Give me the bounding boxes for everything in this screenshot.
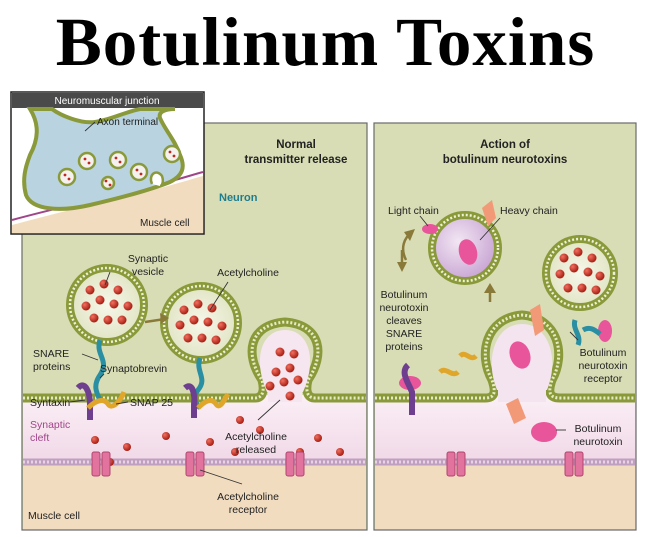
left-heading-1: Normal [276,139,316,151]
inset-axon-terminal: Axon terminal [97,117,158,128]
snap25-label: SNAP 25 [130,397,173,409]
snare-label-1: SNARE [33,348,69,360]
synaptic-cleft-label-2: cleft [30,432,49,444]
receptor-label-2: neurotoxin [578,360,627,372]
cleaved-syntaxin [401,362,415,415]
heavy-chain-label: Heavy chain [500,205,558,217]
synaptobrevin-label: Synaptobrevin [100,363,167,375]
ach-receptor-label-2: receptor [229,504,268,516]
ach-released-label-2: released [236,444,276,456]
acetylcholine-label: Acetylcholine [217,267,279,279]
syntaxin-label: Syntaxin [30,397,70,409]
cleaves-label-1: Botulinum [381,289,428,301]
synaptic-vesicle-label-1: Synaptic [128,253,168,265]
muscle-cell-area-right [375,460,635,529]
receptor-label-3: receptor [584,373,623,385]
ach-released-label-1: Acetylcholine [225,431,287,443]
botulinum-toxins [399,200,612,442]
synaptic-vesicle-label-2: vesicle [132,266,164,278]
synaptic-cleft-label-1: Synaptic [30,419,70,431]
toxin-label-1: Botulinum [575,423,622,435]
cleaves-label-2: neurotoxin [379,302,428,314]
right-heading-1: Action of [480,139,530,151]
acetylcholine-dots [81,279,344,466]
receptor-label-1: Botulinum [580,347,627,359]
inset-muscle-cell: Muscle cell [140,218,189,229]
ach-receptor-label-1: Acetylcholine [217,491,279,503]
right-heading-2: botulinum neurotoxins [443,154,568,166]
cleaves-label-4: SNARE [386,328,422,340]
cleaves-label-5: proteins [385,341,422,353]
page-title: Botulinum Toxins [55,4,596,80]
left-heading-2: transmitter release [245,154,348,166]
inset-header: Neuromuscular junction [54,96,159,107]
neuromuscular-junction-inset: Neuromuscular junction Axon terminal Mus… [10,91,205,235]
light-chain-label: Light chain [388,205,439,217]
right-panel: Action of botulinum neurotoxins Light ch… [373,122,637,531]
synaptobrevin-protein [93,339,107,402]
muscle-cell-label: Muscle cell [28,510,80,522]
toxin-label-2: neurotoxin [573,436,622,448]
snap25-protein [86,390,127,410]
neuron-label: Neuron [219,192,258,204]
snare-label-2: proteins [33,361,70,373]
cleaves-label-3: cleaves [386,315,422,327]
acetylcholine-receptors [91,451,305,477]
